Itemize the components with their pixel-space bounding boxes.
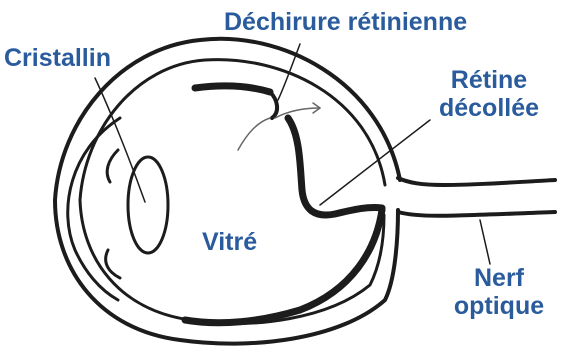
label-vitre: Vitré <box>202 228 257 256</box>
retina-attached-top <box>195 86 270 92</box>
label-nerf-line2: optique <box>440 292 558 320</box>
label-cristallin: Cristallin <box>4 44 111 72</box>
leader-retine <box>320 120 430 205</box>
label-retine-line1: Rétine <box>418 66 560 94</box>
iris-upper <box>107 150 118 182</box>
optic-nerve-top <box>398 178 555 185</box>
retina-flap <box>270 92 277 118</box>
leader-cristallin <box>95 78 145 202</box>
retina-attached-bottom <box>185 210 382 323</box>
iris-lower <box>106 250 120 278</box>
tear-arrow-left <box>238 118 270 150</box>
label-retine-decollee: Rétine décollée <box>418 66 560 122</box>
retina-detached <box>288 118 382 215</box>
optic-nerve-bottom <box>398 212 555 216</box>
label-dechirure-retinienne: Déchirure rétinienne <box>224 8 467 36</box>
label-retine-line2: décollée <box>418 94 560 122</box>
label-nerf-optique: Nerf optique <box>440 264 558 320</box>
label-nerf-line1: Nerf <box>440 264 558 292</box>
leader-nerf <box>480 220 490 264</box>
